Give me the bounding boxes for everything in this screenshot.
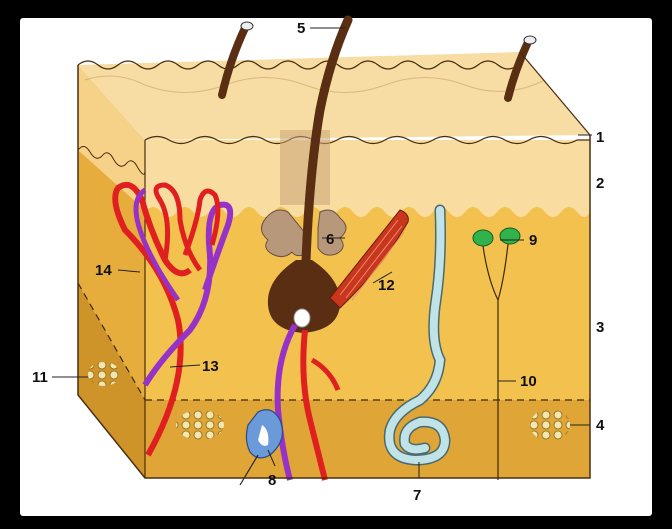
label-6: 6 <box>326 231 334 248</box>
label-2: 2 <box>596 175 604 192</box>
hair-tip-right <box>524 36 536 44</box>
label-7: 7 <box>413 487 421 504</box>
receptor-left <box>473 230 493 246</box>
receptor-right <box>500 228 520 244</box>
fat-cluster-left <box>176 410 224 440</box>
hair-tip-left <box>241 22 253 30</box>
hair-papilla <box>294 309 310 327</box>
label-8: 8 <box>268 472 276 489</box>
follicle-sheath <box>280 130 330 205</box>
label-12: 12 <box>378 277 395 294</box>
label-1: 1 <box>596 129 604 146</box>
label-9: 9 <box>529 232 537 249</box>
hypodermis-front <box>145 400 590 478</box>
label-11: 11 <box>32 369 48 386</box>
label-4: 4 <box>596 417 605 434</box>
label-14: 14 <box>95 262 112 279</box>
label-5: 5 <box>297 20 305 37</box>
label-3: 3 <box>596 319 604 336</box>
fat-cluster-side <box>88 362 120 386</box>
label-10: 10 <box>520 373 537 390</box>
fat-cluster-right <box>530 409 570 441</box>
label-13: 13 <box>202 358 219 375</box>
